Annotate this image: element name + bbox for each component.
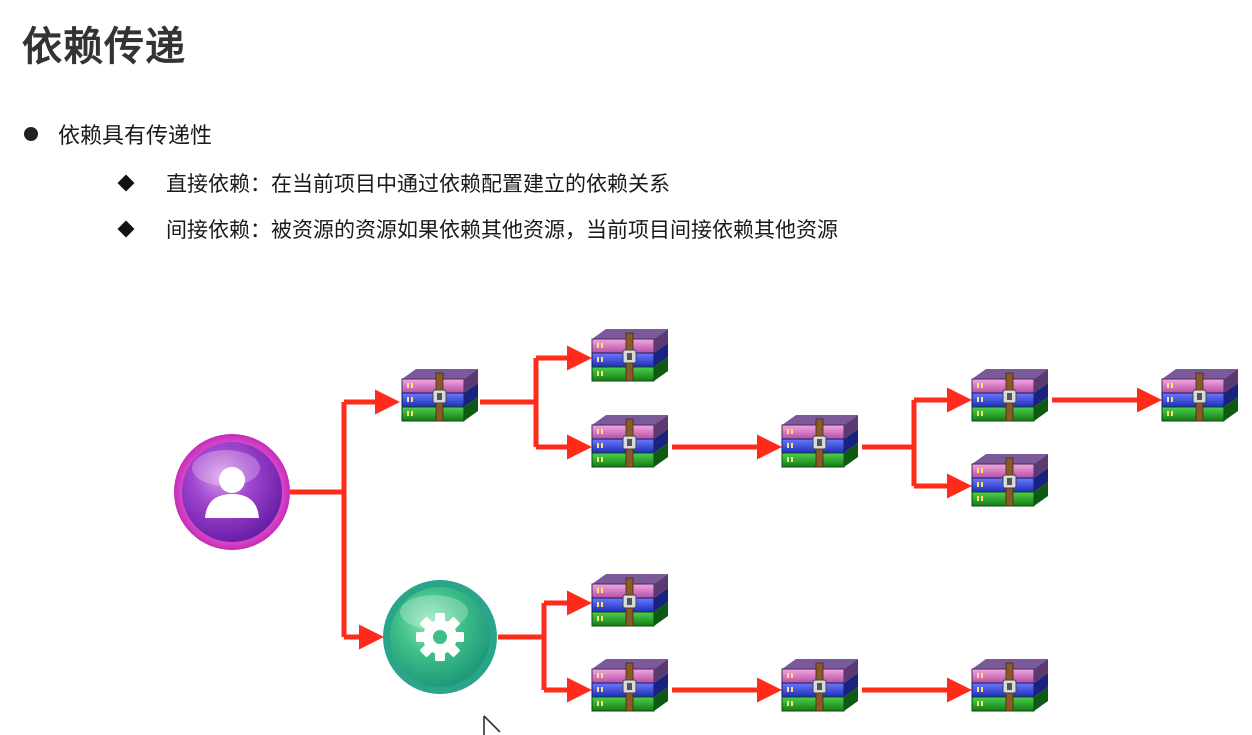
bullet-item: 依赖具有传递性 bbox=[24, 118, 212, 150]
arrow-module-split bbox=[498, 603, 547, 690]
archive-icon bbox=[781, 414, 859, 468]
archive-icon bbox=[591, 328, 669, 382]
arrow-a-split bbox=[480, 358, 539, 447]
gear-icon bbox=[416, 613, 464, 661]
arrow-a2x-split bbox=[862, 400, 917, 486]
archive-icon bbox=[591, 658, 669, 712]
bullet-text: 依赖具有传递性 bbox=[58, 124, 213, 149]
archive-icon bbox=[591, 573, 669, 627]
archive-icon bbox=[401, 368, 479, 422]
arrows bbox=[290, 345, 1162, 703]
module-node bbox=[383, 580, 497, 694]
user-icon bbox=[205, 467, 259, 518]
mouse-cursor-icon bbox=[483, 715, 501, 735]
archive-icon bbox=[971, 368, 1049, 422]
user-node bbox=[174, 434, 290, 550]
sub-bullet-indirect: 间接依赖：被资源的资源如果依赖其他资源，当前项目间接依赖其他资源 bbox=[117, 214, 838, 244]
archive-icon bbox=[591, 414, 669, 468]
archive-icon bbox=[971, 453, 1049, 507]
bullet-dot-icon bbox=[24, 127, 38, 141]
archive-icon bbox=[1161, 368, 1239, 422]
sub-bullet-text: 间接依赖：被资源的资源如果依赖其他资源，当前项目间接依赖其他资源 bbox=[166, 218, 838, 242]
page-title: 依赖传递 bbox=[22, 24, 186, 70]
archive-icon bbox=[781, 658, 859, 712]
sub-bullet-text: 直接依赖：在当前项目中通过依赖配置建立的依赖关系 bbox=[166, 172, 670, 196]
arrow-user-to-branches bbox=[290, 402, 347, 637]
archive-icon bbox=[971, 658, 1049, 712]
sub-bullet-direct: 直接依赖：在当前项目中通过依赖配置建立的依赖关系 bbox=[117, 168, 670, 198]
